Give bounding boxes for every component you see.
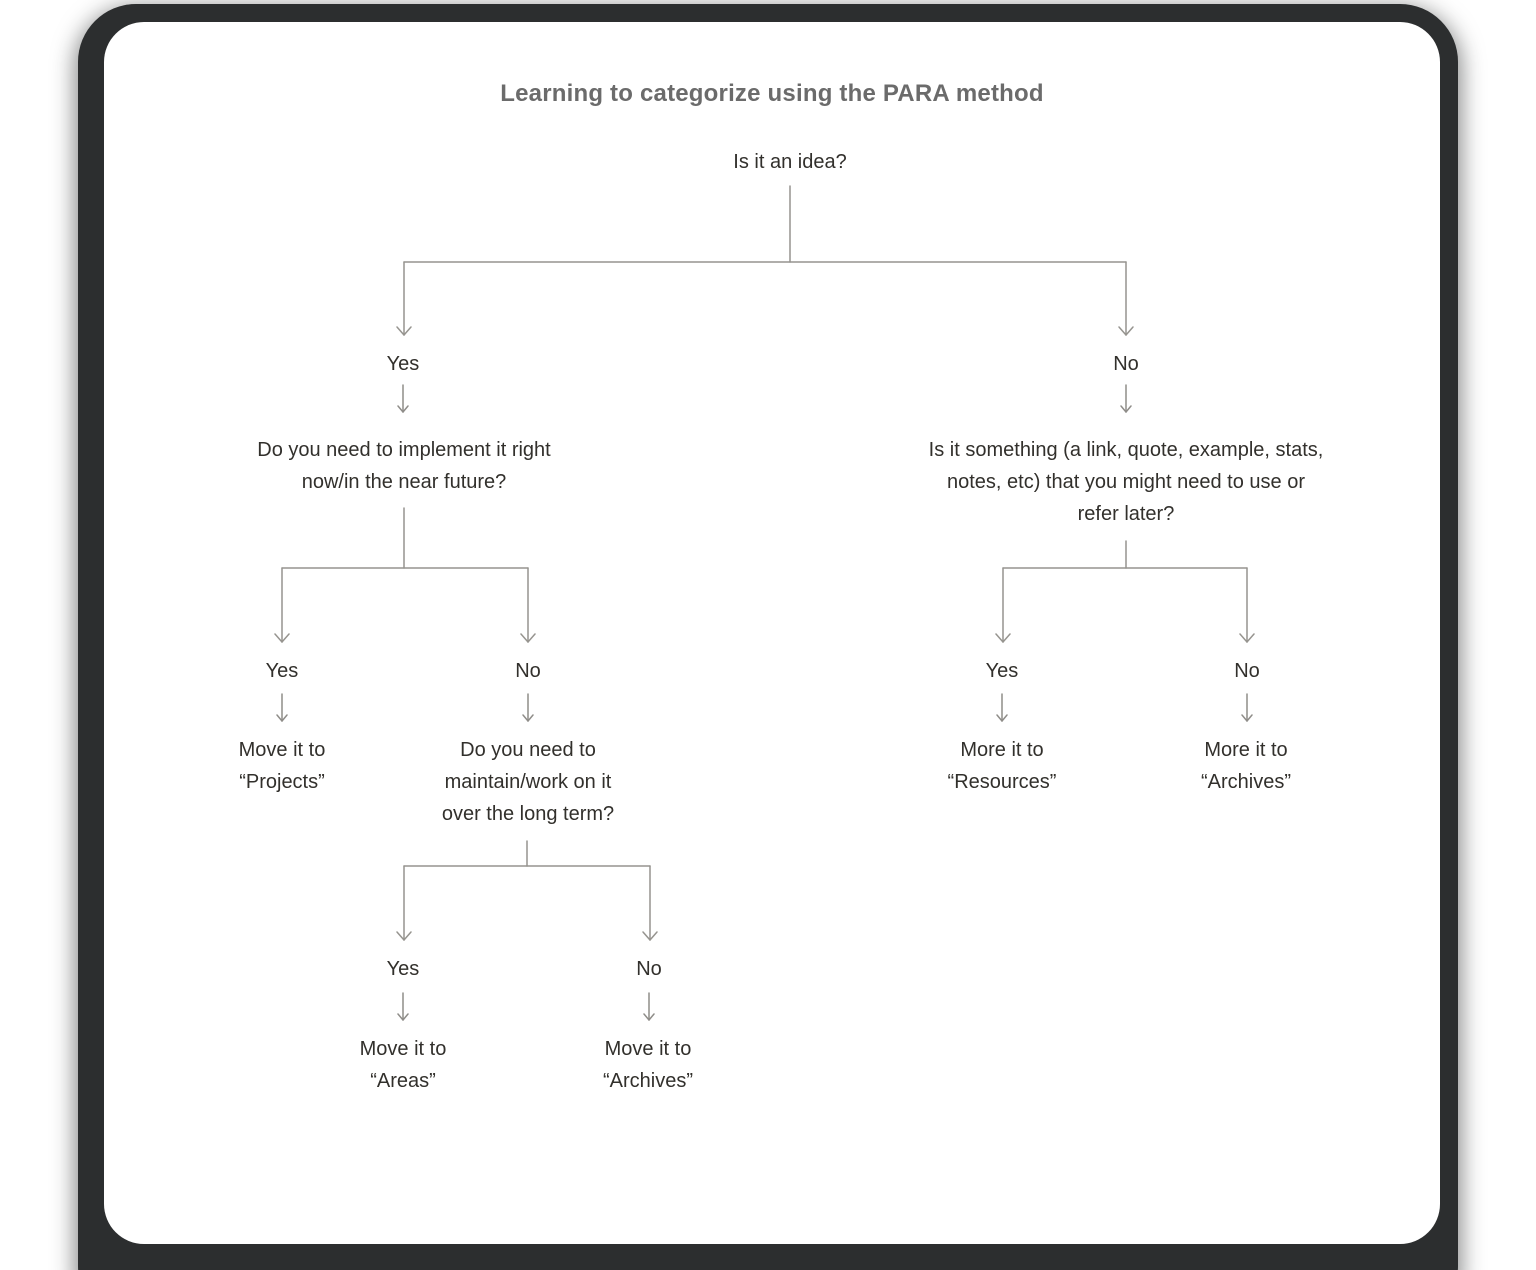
flowchart-card <box>104 22 1440 1244</box>
label-root-no: No <box>1113 353 1139 375</box>
node-question-implement: Do you need to implement it right now/in… <box>257 439 551 493</box>
diagram-title: Learning to categorize using the PARA me… <box>500 80 1044 107</box>
node-result-archives-right: More it to “Archives” <box>1200 739 1292 793</box>
label-refer-no: No <box>1234 660 1260 682</box>
label-implement-yes: Yes <box>265 660 299 682</box>
node-question-refer: Is it something (a link, quote, example,… <box>928 439 1324 525</box>
node-result-archives-left: Move it to “Archives” <box>602 1038 694 1092</box>
label-maintain-yes: Yes <box>386 958 420 980</box>
label-root-yes: Yes <box>386 353 420 375</box>
node-root-question: Is it an idea? <box>733 151 847 173</box>
label-maintain-no: No <box>636 958 662 980</box>
node-result-projects: Move it to “Projects” <box>238 739 326 793</box>
node-result-resources: More it to “Resources” <box>947 739 1057 793</box>
label-implement-no: No <box>515 660 541 682</box>
node-question-maintain: Do you need to maintain/work on it over … <box>441 739 615 825</box>
label-refer-yes: Yes <box>985 660 1019 682</box>
node-result-areas: Move it to “Areas” <box>359 1038 447 1092</box>
